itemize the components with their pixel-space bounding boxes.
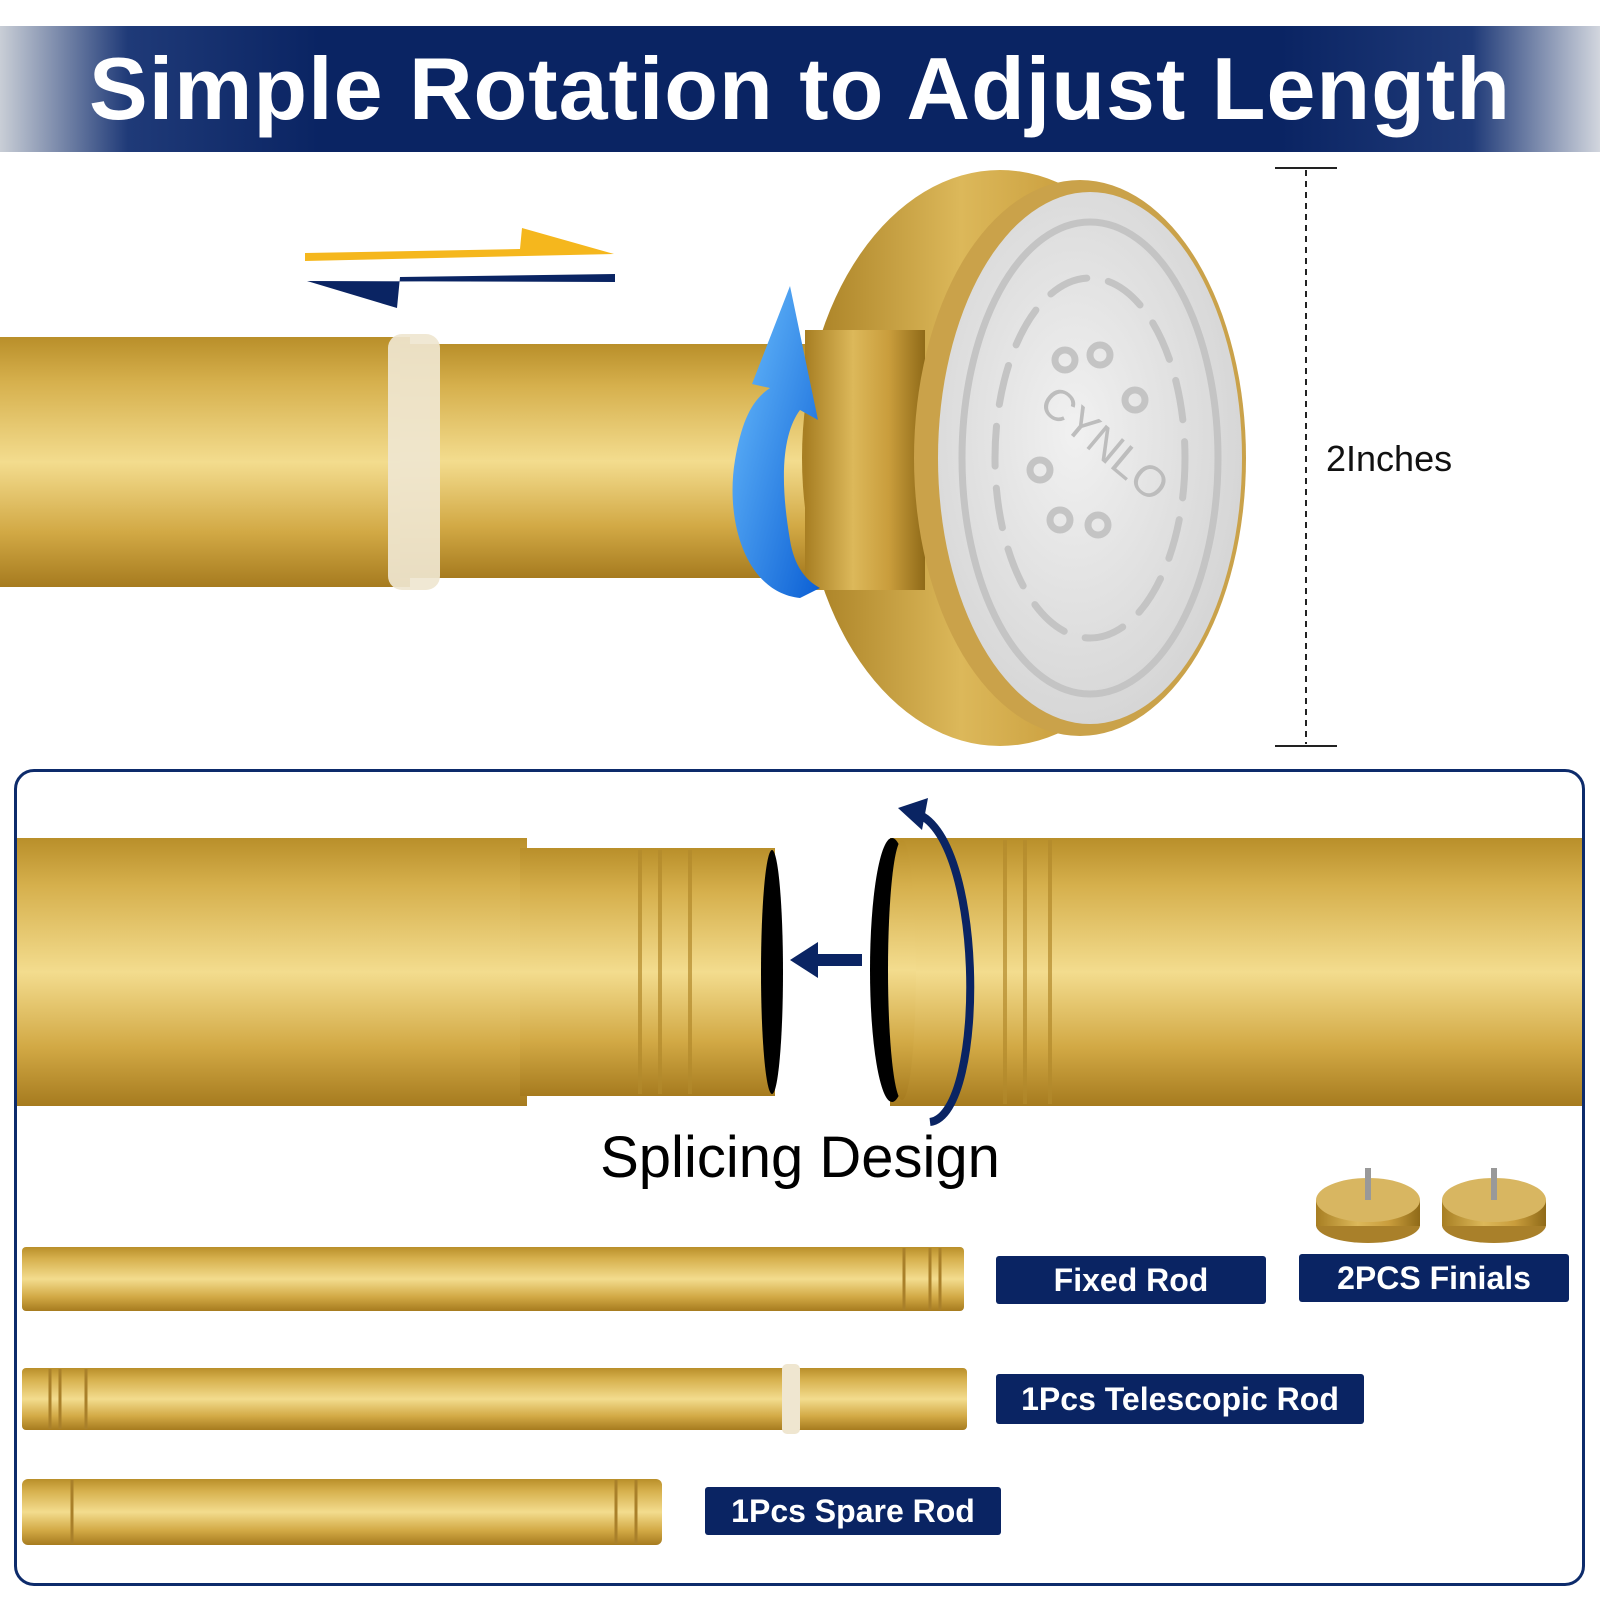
splicing-design-label: Splicing Design <box>600 1125 1000 1190</box>
dimension-label: 2Inches <box>1326 438 1453 479</box>
rotate-arrow-icon <box>732 286 820 598</box>
finial-left <box>1316 1168 1420 1243</box>
pad-grip-pattern <box>958 218 1222 698</box>
fixed-rod-image <box>22 1247 964 1311</box>
telescopic-rod-image <box>22 1368 967 1430</box>
splice-components-panel <box>14 769 1585 1586</box>
page-title: Simple Rotation to Adjust Length <box>89 39 1511 138</box>
left-arrow-icon <box>790 942 862 978</box>
telescopic-rod-outer <box>0 337 410 587</box>
spare-rod-image <box>22 1479 662 1545</box>
rotate-ring-icon <box>898 798 975 1126</box>
splice-rod-left <box>17 838 527 1106</box>
splice-left-opening <box>761 850 783 1094</box>
finials-badge: 2PCS Finials <box>1299 1254 1569 1302</box>
telescopic-rod-badge: 1Pcs Telescopic Rod <box>996 1374 1364 1424</box>
spare-rod-badge: 1Pcs Spare Rod <box>705 1487 1001 1535</box>
push-pull-arrows-icon <box>305 228 615 308</box>
fixed-rod-badge: Fixed Rod <box>996 1256 1266 1304</box>
finial-right <box>1442 1168 1546 1243</box>
header-banner <box>0 26 1600 152</box>
dimension-line <box>1275 167 1337 747</box>
clear-ring <box>388 334 440 590</box>
end-cap-rubber-pad <box>938 192 1242 724</box>
splice-rod-left-thread <box>520 848 775 1096</box>
